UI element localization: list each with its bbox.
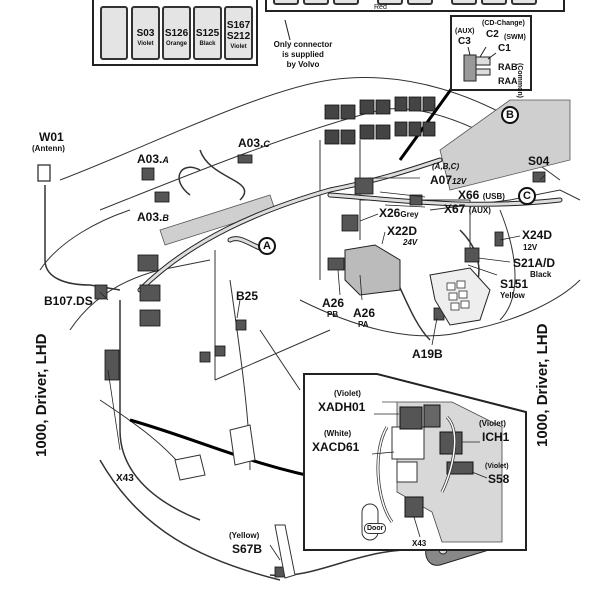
fuse-slot-s125: S125 Black <box>193 6 222 60</box>
bracket <box>274 524 296 579</box>
fuse-slot <box>333 0 359 5</box>
label-inset-x43: X43 <box>412 539 427 548</box>
fuse-panel-right <box>265 0 565 12</box>
label-s58: S58 <box>488 472 510 486</box>
fuse-slot <box>511 0 537 5</box>
label-xadh01: XADH01 <box>318 400 366 414</box>
fuse-slot <box>407 0 433 5</box>
label-x24d-voltage: 12V <box>523 243 538 252</box>
supplier-note: Only connector is supplied by Volvo <box>273 40 333 69</box>
fuse-slot <box>377 0 403 5</box>
connector-x43-body <box>404 496 424 518</box>
fuse-slot-empty <box>100 6 128 60</box>
label-s04: S04 <box>528 154 550 168</box>
label-b107: B107.DS <box>44 294 93 308</box>
pedal <box>174 424 256 481</box>
label-s21ad: S21A/D <box>513 256 556 270</box>
fuse-slot-s167-s212: S167 S212 Violet <box>224 6 253 60</box>
antenna-cable <box>44 185 121 291</box>
fuse-slot <box>303 0 329 5</box>
callout-b: B <box>501 106 519 124</box>
label-x26: X26Grey <box>379 206 419 220</box>
label-a07: A0712V <box>430 173 467 187</box>
label-a03c: A03.C <box>238 136 270 150</box>
connector-ich1-body <box>439 431 463 455</box>
label-w01-note: (Antenn) <box>32 144 65 153</box>
door-switch <box>361 503 379 541</box>
side-label-left: 1000, Driver, LHD <box>33 333 50 457</box>
label-s151-note: Yellow <box>500 291 525 300</box>
label-x24d: X24D <box>522 228 553 242</box>
label-x22d: X22D <box>387 224 418 238</box>
fuse-slot-s201 <box>481 0 507 5</box>
label-a26-pa: A26 <box>353 306 376 320</box>
inset-leader <box>129 418 331 482</box>
label-x22d-voltage: 24V <box>403 238 418 247</box>
label-a26-pa-note: PA <box>358 320 369 329</box>
label-x43: X43 <box>116 473 134 484</box>
label-a03a: A03.A <box>137 152 169 166</box>
door-cable <box>99 459 281 581</box>
label-b25: B25 <box>236 289 259 303</box>
label-a07-note: (A,B,C) <box>432 162 460 171</box>
label-w01: W01 <box>39 130 64 144</box>
callout-c: C <box>518 187 536 205</box>
label-a26-pb: A26 <box>322 296 345 310</box>
connector-s58-body <box>446 461 474 475</box>
inset-connector-detail: (CD-Change) (AUX) C2 (SWM) C3 C1 RAB RAA… <box>450 15 532 98</box>
relay-block <box>324 96 436 145</box>
inset-door-detail: (Violet) XADH01 (White) XACD61 (Violet) … <box>302 372 528 552</box>
fuse-panel-left: S03 Violet S126 Orange S125 Black S167 S… <box>92 0 258 66</box>
label-door: Door <box>364 523 387 534</box>
fuse-slot-s03: S03 Violet <box>131 6 160 60</box>
label-a19b: A19B <box>412 347 443 361</box>
rear-connector-icon <box>463 47 497 82</box>
label-ich1: ICH1 <box>482 430 510 444</box>
fuse-slot <box>451 0 477 5</box>
fuse-s201-color: Red <box>374 4 387 11</box>
fuse-slot <box>273 0 299 5</box>
label-s21ad-note: Black <box>530 270 552 279</box>
dashboard-top-edge <box>59 77 561 181</box>
door-inset-frame <box>303 373 527 551</box>
label-a03b: A03.B <box>137 210 169 224</box>
connector-xadh01-body <box>399 406 423 430</box>
label-s151: S151 <box>500 277 529 291</box>
connector-xacd61-body <box>391 426 425 460</box>
label-x66: X66 (USB) <box>458 188 505 202</box>
antenna-connector <box>37 164 51 182</box>
callout-a: A <box>258 237 276 255</box>
a26-module <box>344 244 401 296</box>
label-s67b: S67B <box>232 542 263 556</box>
label-a26-pb-note: PB <box>327 310 339 319</box>
label-s67b-note: (Yellow) <box>229 531 260 540</box>
fuse-slot-s126: S126 Orange <box>162 6 191 60</box>
side-label-right: 1000, Driver, LHD <box>534 323 551 447</box>
label-xacd61: XACD61 <box>312 440 360 454</box>
label-x67: X67 (AUX) <box>444 202 491 216</box>
